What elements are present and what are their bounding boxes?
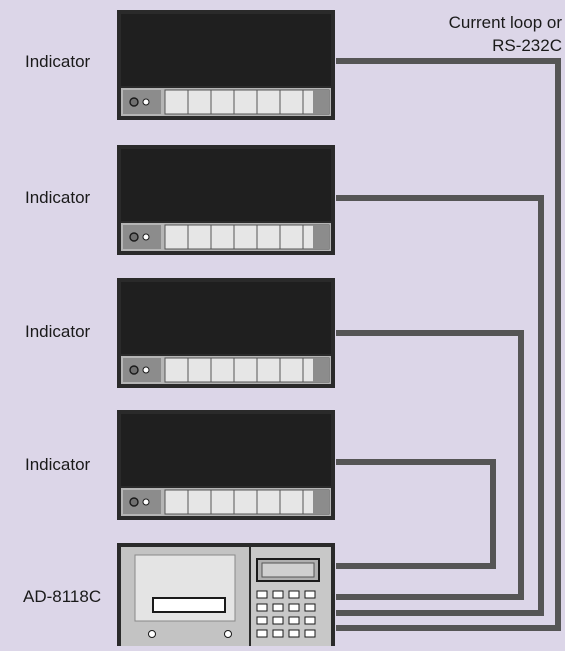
screw-icon xyxy=(148,630,156,638)
power-panel xyxy=(123,490,161,514)
cable-indicator-2 xyxy=(336,195,544,616)
cable-indicator-1 xyxy=(336,58,561,631)
connection-label-line2: RS-232C xyxy=(492,36,562,55)
power-button-icon xyxy=(129,497,139,507)
indicator-display xyxy=(121,282,331,354)
power-panel xyxy=(123,358,161,382)
indicator-unit xyxy=(117,145,335,255)
paper-slot xyxy=(152,597,226,613)
indicator-unit xyxy=(117,278,335,388)
printer-label: AD-8118C xyxy=(23,587,102,606)
key-strip xyxy=(164,89,330,115)
key-strip xyxy=(164,224,330,250)
indicator-display xyxy=(121,14,331,86)
cables xyxy=(336,58,561,631)
cable-indicator-3 xyxy=(336,330,524,600)
key-dividers xyxy=(187,358,304,382)
power-panel xyxy=(123,90,161,114)
key-dividers xyxy=(187,225,304,249)
indicator-label: Indicator xyxy=(25,455,91,474)
printer-display-inner xyxy=(261,562,315,578)
power-button-icon xyxy=(129,365,139,375)
indicator-unit xyxy=(117,410,335,520)
led-icon xyxy=(142,498,150,506)
connection-label-line1: Current loop or xyxy=(448,13,562,32)
keypad xyxy=(256,590,316,638)
indicator-label: Indicator xyxy=(25,52,91,71)
indicator-label: Indicator xyxy=(25,322,91,341)
key-strip xyxy=(164,357,330,383)
power-button-icon xyxy=(129,97,139,107)
end-key xyxy=(313,358,329,382)
led-icon xyxy=(142,98,150,106)
indicator-display xyxy=(121,149,331,221)
end-key xyxy=(313,490,329,514)
power-button-icon xyxy=(129,232,139,242)
key-strip xyxy=(164,489,330,515)
led-icon xyxy=(142,233,150,241)
indicator-unit xyxy=(117,10,335,120)
indicator-display xyxy=(121,414,331,486)
cable-indicator-4 xyxy=(336,459,496,569)
led-icon xyxy=(142,366,150,374)
power-panel xyxy=(123,225,161,249)
indicator-label: Indicator xyxy=(25,188,91,207)
printer-unit xyxy=(117,543,335,649)
screw-icon xyxy=(224,630,232,638)
end-key xyxy=(313,225,329,249)
key-dividers xyxy=(187,90,304,114)
end-key xyxy=(313,90,329,114)
key-dividers xyxy=(187,490,304,514)
